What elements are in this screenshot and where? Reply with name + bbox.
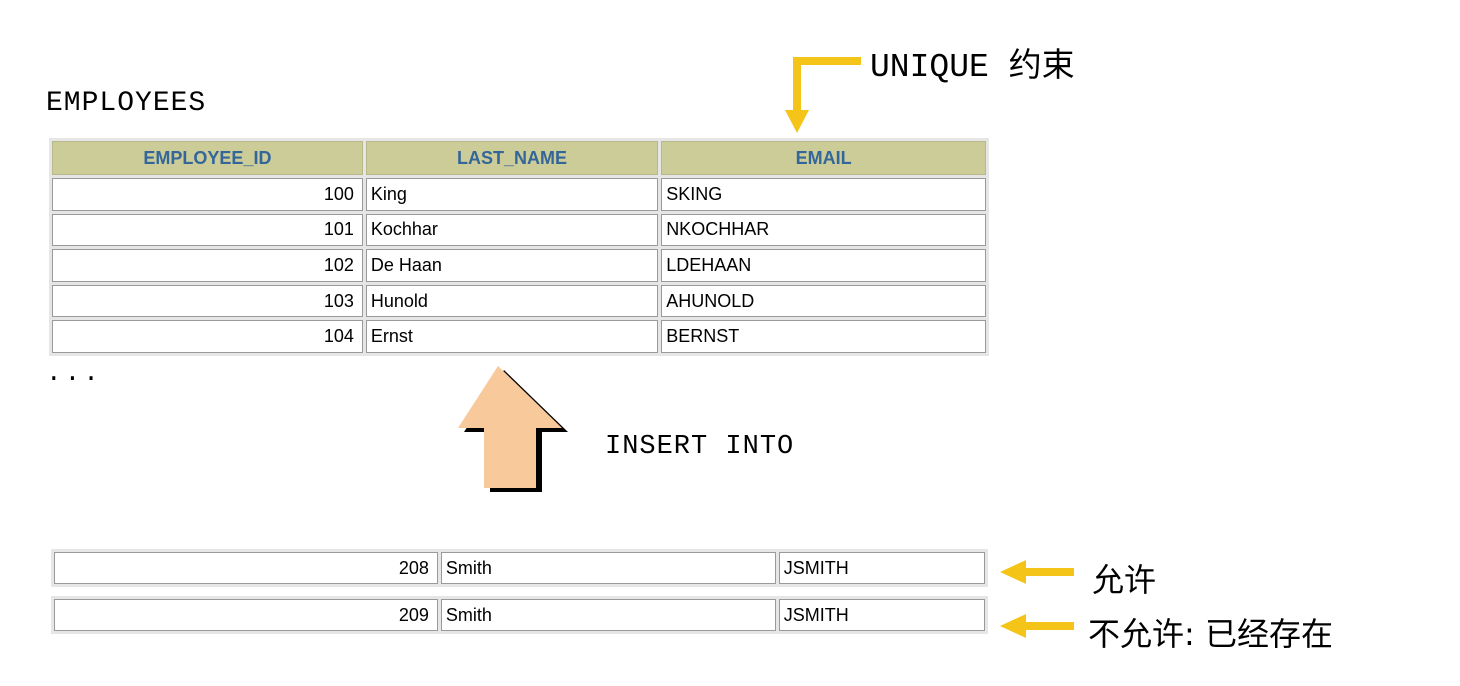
column-header-employee-id: EMPLOYEE_ID (52, 141, 363, 175)
more-rows-ellipsis: ... (46, 358, 102, 388)
cell-employee-id: 100 (52, 178, 363, 211)
rejected-status-label: 不允许: 已经存在 (1088, 615, 1333, 653)
cell-last-name: King (365, 178, 659, 211)
table-header-row: EMPLOYEE_ID LAST_NAME EMAIL (52, 141, 986, 175)
cell-last-name: De Haan (365, 249, 659, 282)
cell-employee-id: 102 (52, 249, 363, 282)
insert-into-label: INSERT INTO (605, 432, 795, 462)
rejected-arrow-icon (1000, 614, 1074, 638)
allowed-status-label: 允许 (1092, 561, 1157, 599)
employees-table: EMPLOYEE_ID LAST_NAME EMAIL 100 King SKI… (49, 138, 989, 356)
cell-last-name: Smith (440, 599, 776, 631)
table-row: 208 Smith JSMITH (54, 552, 985, 584)
cell-email: AHUNOLD (661, 284, 986, 318)
table-row: 100 King SKING (52, 178, 986, 211)
cell-employee-id: 209 (54, 599, 438, 631)
cell-employee-id: 101 (52, 213, 363, 247)
cell-email: JSMITH (778, 599, 985, 631)
cell-employee-id: 208 (54, 552, 438, 584)
cell-email: BERNST (661, 320, 986, 353)
cell-last-name: Smith (440, 552, 776, 584)
cell-employee-id: 103 (52, 284, 363, 318)
cell-last-name: Kochhar (365, 213, 659, 247)
column-header-email: EMAIL (661, 141, 986, 175)
cell-last-name: Hunold (365, 284, 659, 318)
table-title: EMPLOYEES (46, 88, 207, 119)
unique-pointer-arrow-icon (785, 57, 861, 133)
cell-last-name: Ernst (365, 320, 659, 353)
table-row: 102 De Haan LDEHAAN (52, 249, 986, 282)
table-row: 103 Hunold AHUNOLD (52, 284, 986, 318)
unique-constraint-label: UNIQUE 约束 (870, 49, 1075, 86)
table-row: 209 Smith JSMITH (54, 599, 985, 631)
column-header-last-name: LAST_NAME (365, 141, 659, 175)
cell-email: SKING (661, 178, 986, 211)
table-row: 104 Ernst BERNST (52, 320, 986, 353)
insert-up-arrow-icon (458, 366, 568, 492)
table-row: 101 Kochhar NKOCHHAR (52, 213, 986, 247)
cell-email: LDEHAAN (661, 249, 986, 282)
insert-row-rejected: 209 Smith JSMITH (51, 596, 988, 634)
cell-employee-id: 104 (52, 320, 363, 353)
cell-email: JSMITH (778, 552, 985, 584)
cell-email: NKOCHHAR (661, 213, 986, 247)
insert-row-allowed: 208 Smith JSMITH (51, 549, 988, 587)
allowed-arrow-icon (1000, 560, 1074, 584)
